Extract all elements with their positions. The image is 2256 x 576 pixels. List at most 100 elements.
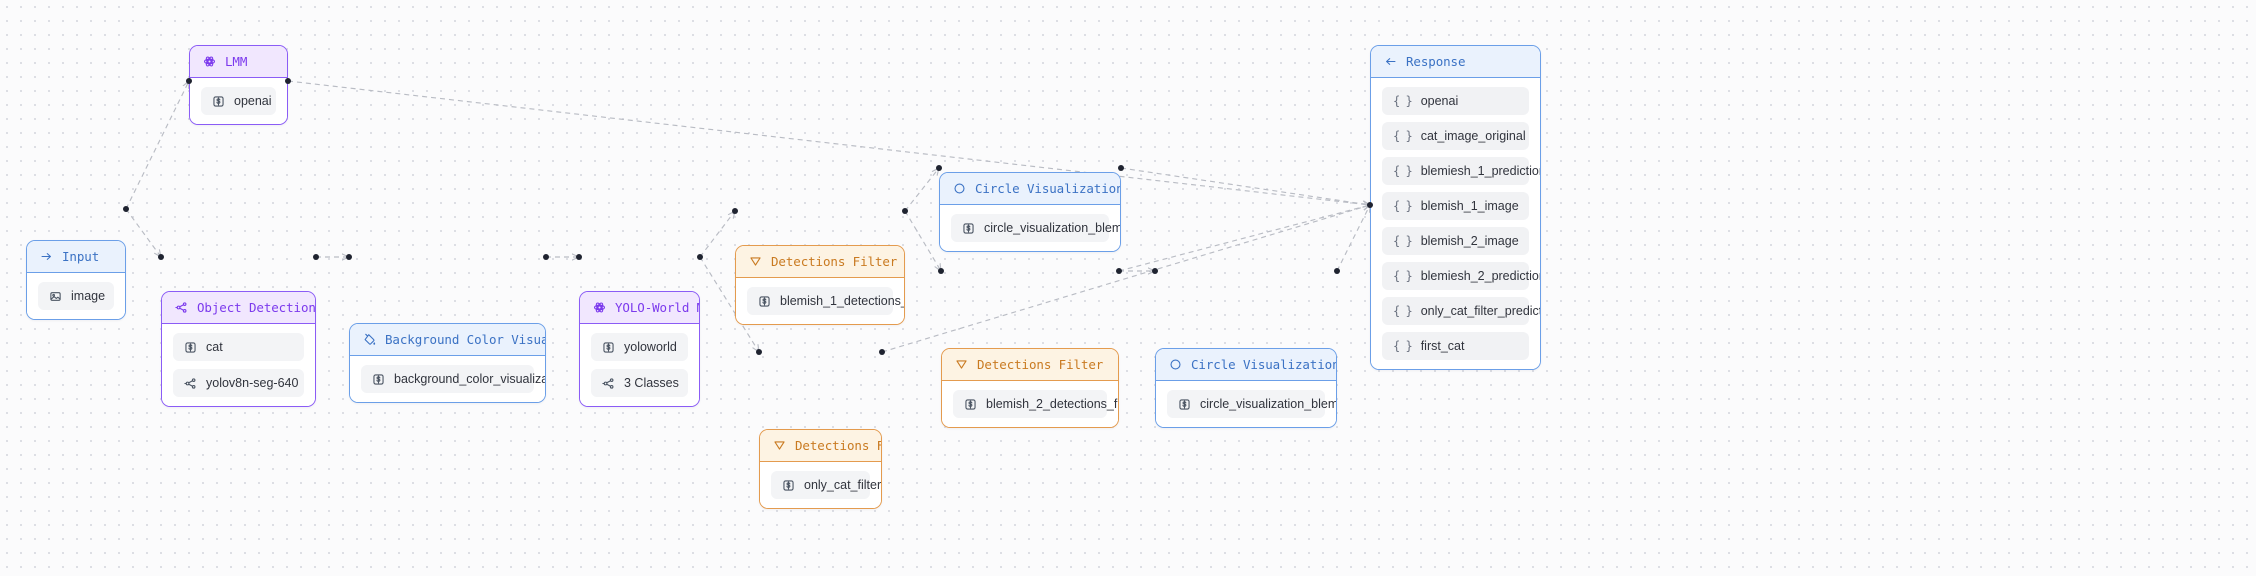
node-field[interactable]: circle_visualization_blemish_1: [951, 214, 1120, 242]
response-item-label: blemiesh_2_predictions: [1420, 269, 1541, 283]
node-field-label: background_color_visualization: [394, 372, 545, 386]
filter-triangle-icon: [749, 255, 762, 268]
node-body: blemish_2_detections_filter: [942, 381, 1118, 427]
braces-icon: { }: [1393, 199, 1413, 213]
node-header[interactable]: Detections Filter: [736, 246, 904, 278]
node-field[interactable]: circle_visualization_blemish_2: [1167, 390, 1336, 418]
response-item[interactable]: { }cat_image_original: [1382, 122, 1529, 150]
connection-port[interactable]: [346, 254, 352, 260]
model-graph-icon: [184, 377, 197, 390]
node-header[interactable]: LMM: [190, 46, 287, 78]
edge-input-to-object-detection-model: [125, 208, 161, 257]
connection-port[interactable]: [756, 349, 762, 355]
connection-port[interactable]: [186, 78, 192, 84]
response-item-label: first_cat: [1420, 339, 1465, 353]
connection-port[interactable]: [158, 254, 164, 260]
response-item[interactable]: { } only_cat_filter_predictions: [1382, 297, 1540, 325]
response-title: Response: [1406, 54, 1466, 69]
edge-input-to-lmm: [125, 81, 189, 210]
response-item[interactable]: { }blemish_1_image: [1382, 192, 1529, 220]
response-item[interactable]: { } blemiesh_2_predictions: [1382, 262, 1540, 290]
node-background-color-visualization[interactable]: Background Color Visualization background…: [349, 323, 546, 403]
node-field[interactable]: background_color_visualization: [361, 365, 545, 393]
node-header[interactable]: Detections Filter: [760, 430, 881, 462]
node-field[interactable]: cat: [173, 333, 304, 361]
connection-port[interactable]: [543, 254, 549, 260]
node-detections-filter-only-cat[interactable]: Detections Filter only_cat_filter: [759, 429, 882, 509]
node-field[interactable]: yolov8n-seg-640: [173, 369, 304, 397]
node-frame: Circle Visualization circle_visualization…: [1155, 348, 1337, 428]
node-title: YOLO-World Model: [615, 300, 699, 315]
braces-icon: { }: [1393, 129, 1413, 143]
edge-lmm-to-response: [287, 80, 1370, 205]
edge-circle-visualization-blemish-1-to-response: [1120, 167, 1370, 205]
dollar-box-icon: [782, 479, 795, 492]
braces-icon: { }: [1393, 269, 1413, 283]
connection-port[interactable]: [879, 349, 885, 355]
connection-port[interactable]: [697, 254, 703, 260]
node-frame: LMM openai: [189, 45, 288, 125]
circle-outline-icon: [953, 182, 966, 195]
response-item[interactable]: { }openai: [1382, 87, 1529, 115]
dollar-box-icon: [184, 341, 197, 354]
node-frame: YOLO-World Model yoloworld 3 Classes: [579, 291, 700, 407]
edge-detections-filter-blemish-2-to-response: [1118, 205, 1370, 272]
node-header[interactable]: YOLO-World Model: [580, 292, 699, 324]
node-field[interactable]: only_cat_filter: [771, 471, 881, 499]
connection-port[interactable]: [576, 254, 582, 260]
connection-port[interactable]: [313, 254, 319, 260]
node-header[interactable]: Detections Filter: [942, 349, 1118, 381]
node-title: Circle Visualization: [1191, 357, 1337, 372]
node-body: image: [27, 273, 125, 319]
node-field[interactable]: openai: [201, 87, 276, 115]
node-circle-visualization-blemish-1[interactable]: Circle Visualization circle_visualization…: [939, 172, 1121, 252]
response-item-label: only_cat_filter_predictions: [1420, 304, 1540, 318]
connection-port[interactable]: [1118, 165, 1124, 171]
node-title: Circle Visualization: [975, 181, 1121, 196]
node-header[interactable]: Circle Visualization: [940, 173, 1120, 205]
node-yolo-world-model[interactable]: YOLO-World Model yoloworld 3 Classes: [579, 291, 700, 407]
braces-icon: { }: [1393, 304, 1413, 318]
node-lmm[interactable]: LMM openai: [189, 45, 288, 125]
node-header[interactable]: Background Color Visualization: [350, 324, 545, 356]
response-item[interactable]: { } first_cat: [1382, 332, 1529, 360]
connection-port[interactable]: [938, 268, 944, 274]
connection-port[interactable]: [123, 206, 129, 212]
node-field[interactable]: yoloworld: [591, 333, 688, 361]
node-response[interactable]: Response{ }openai{ }cat_image_original{ …: [1370, 45, 1541, 370]
node-detections-filter-blemish-2[interactable]: Detections Filter blemish_2_detections_fi…: [941, 348, 1119, 428]
filter-triangle-icon: [955, 358, 968, 371]
connection-port[interactable]: [936, 165, 942, 171]
node-detections-filter-blemish-1[interactable]: Detections Filter blemish_1_detections_fi…: [735, 245, 905, 325]
response-header[interactable]: Response: [1371, 46, 1540, 78]
model-graph-icon: [175, 301, 188, 314]
response-item[interactable]: { }blemiesh_1_predictions: [1382, 157, 1540, 185]
connection-port[interactable]: [732, 208, 738, 214]
node-header[interactable]: Circle Visualization: [1156, 349, 1336, 381]
braces-icon: { }: [1393, 339, 1413, 353]
node-object-detection-model[interactable]: Object Detection Model cat yolov8n-seg-640: [161, 291, 316, 407]
node-title: Detections Filter: [977, 357, 1104, 372]
connection-port[interactable]: [1116, 268, 1122, 274]
node-field[interactable]: blemish_1_detections_filter: [747, 287, 904, 315]
node-field[interactable]: blemish_2_detections_filter: [953, 390, 1118, 418]
node-input[interactable]: Input image: [26, 240, 126, 320]
connection-port[interactable]: [1152, 268, 1158, 274]
dollar-box-icon: [602, 341, 615, 354]
node-field[interactable]: 3 Classes: [591, 369, 688, 397]
node-circle-visualization-blemish-2[interactable]: Circle Visualization circle_visualization…: [1155, 348, 1337, 428]
node-field-label: openai: [234, 94, 272, 108]
node-field[interactable]: image: [38, 282, 114, 310]
connection-port[interactable]: [1367, 202, 1373, 208]
connection-port[interactable]: [285, 78, 291, 84]
response-item[interactable]: { }blemish_2_image: [1382, 227, 1529, 255]
node-header[interactable]: Input: [27, 241, 125, 273]
node-header[interactable]: Object Detection Model: [162, 292, 315, 324]
connection-port[interactable]: [1334, 268, 1340, 274]
dollar-box-icon: [964, 398, 977, 411]
response-body: { }openai{ }cat_image_original{ }blemies…: [1371, 78, 1540, 369]
edge-detections-filter-blemish-1-to-circle-visualization-blemish-1: [904, 168, 939, 212]
connection-port[interactable]: [902, 208, 908, 214]
atom-icon: [593, 301, 606, 314]
